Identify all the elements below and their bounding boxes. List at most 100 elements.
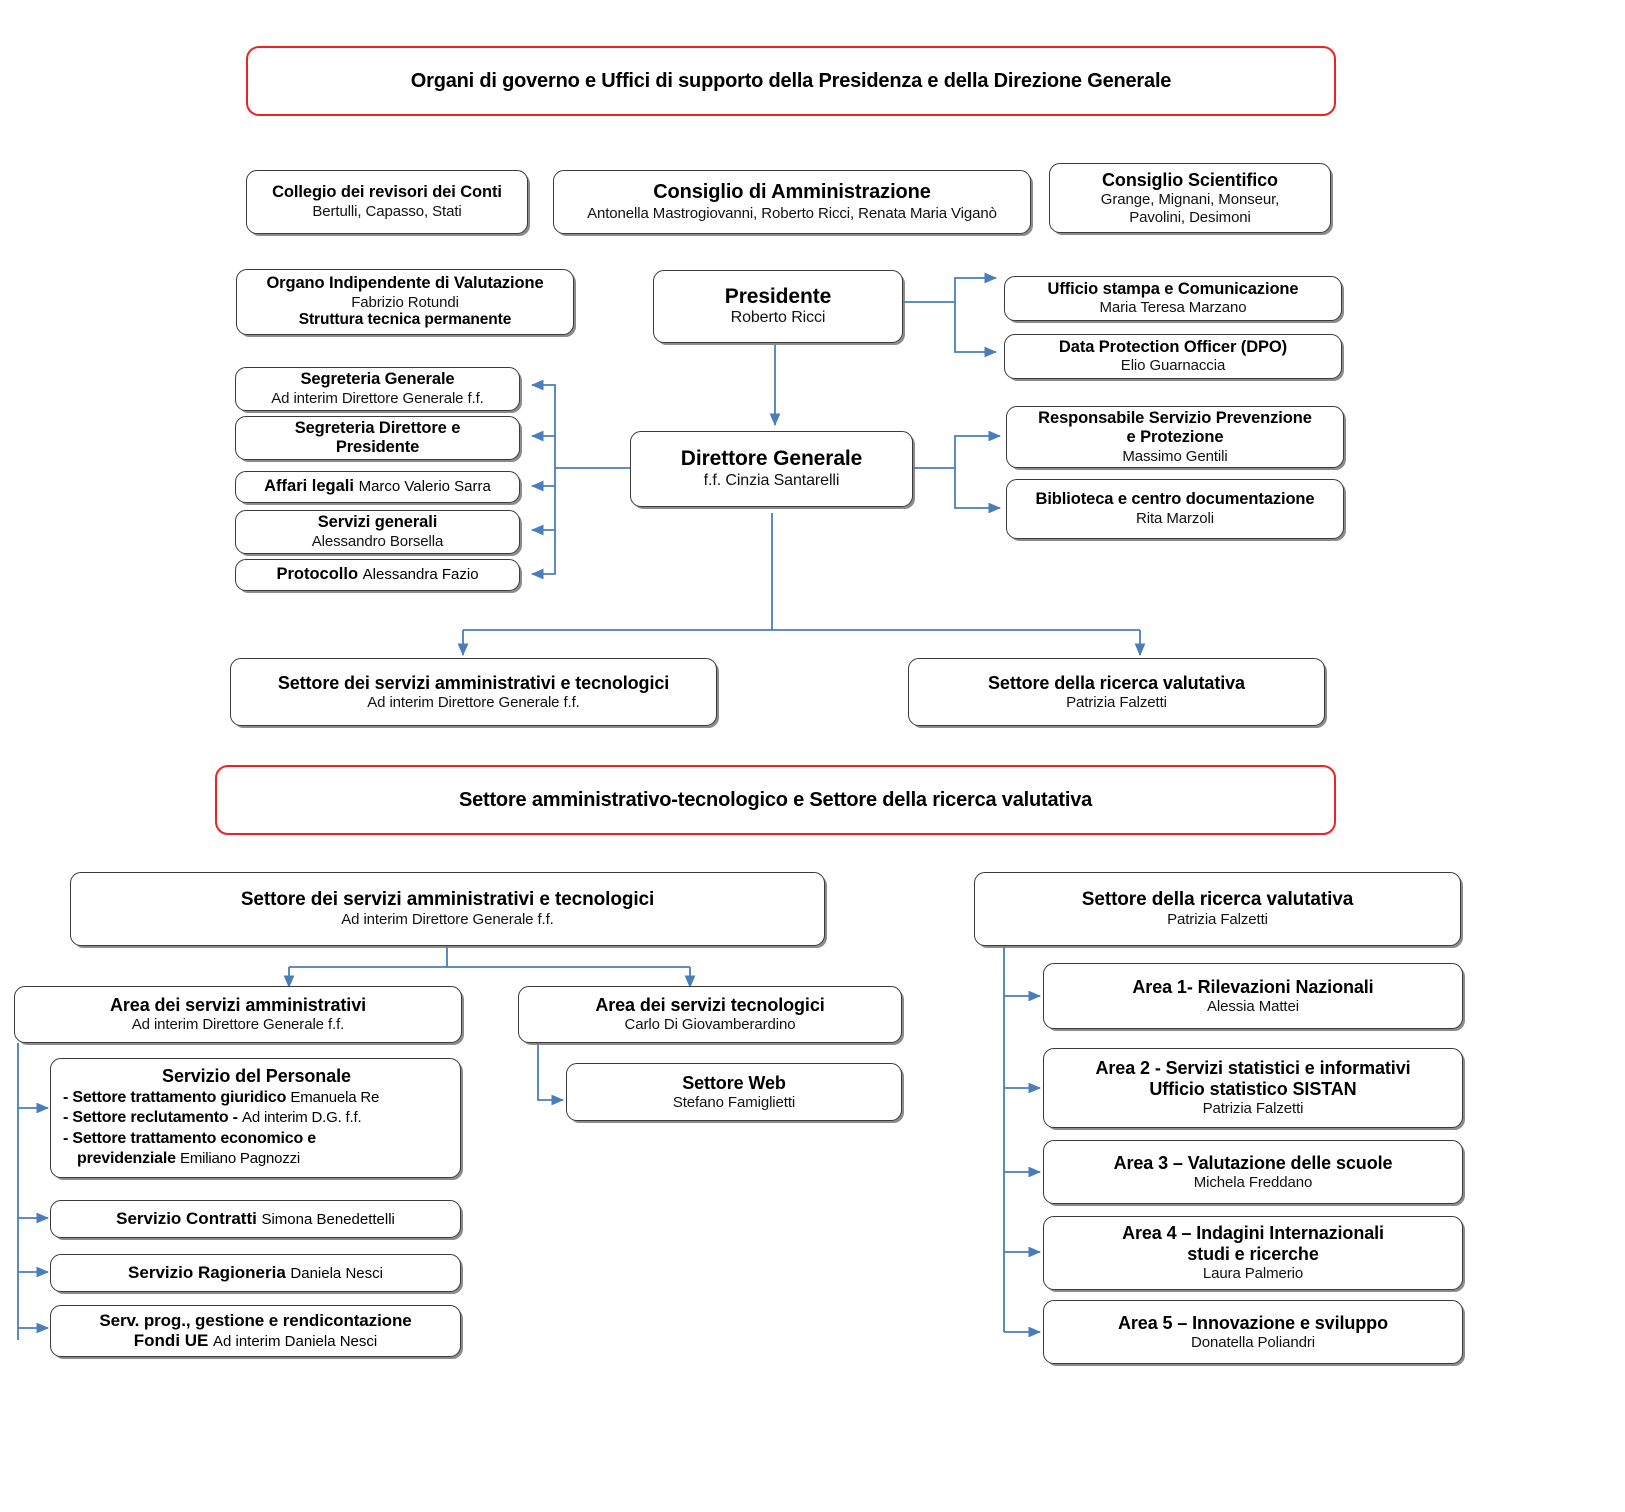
node-servizio-personale[interactable]: Servizio del Personale - Settore trattam… [50,1058,461,1178]
node-consiglio-amministrazione[interactable]: Consiglio di Amministrazione Antonella M… [553,170,1031,234]
node-fondi-ue[interactable]: Serv. prog., gestione e rendicontazione … [50,1305,461,1357]
node-servizio-contratti[interactable]: Servizio Contratti Simona Benedettelli [50,1200,461,1238]
servizio-personale-item-2-person: Ad interim D.G. f.f. [242,1109,362,1127]
banner-settori: Settore amministrativo-tecnologico e Set… [215,765,1336,835]
settore-amministrativo-title: Settore dei servizi amministrativi e tec… [240,888,655,910]
node-affari-legali[interactable]: Affari legali Marco Valerio Sarra [235,471,520,503]
consiglio-amministrazione-members: Antonella Mastrogiovanni, Roberto Ricci,… [587,204,997,222]
settore-web-title: Settore Web [682,1072,786,1093]
area-1-title: Area 1- Rilevazioni Nazionali [1132,976,1374,997]
node-settore-web[interactable]: Settore Web Stefano Famiglietti [566,1063,902,1121]
node-consiglio-scientifico[interactable]: Consiglio Scientifico Grange, Mignani, M… [1049,163,1331,233]
node-segreteria-generale[interactable]: Segreteria Generale Ad interim Direttore… [235,367,520,411]
area-2-person: Patrizia Falzetti [1202,1100,1304,1118]
area-tecnologici-title: Area dei servizi tecnologici [595,995,825,1016]
node-area-servizi-tecnologici[interactable]: Area dei servizi tecnologici Carlo Di Gi… [518,986,902,1043]
fondi-ue-line-2: Fondi UE Ad interim Daniela Nesci [134,1331,377,1351]
presidente-title: Presidente [724,284,832,308]
banner-settori-text: Settore amministrativo-tecnologico e Set… [458,788,1093,811]
area-5-title: Area 5 – Innovazione e sviluppo [1118,1312,1388,1333]
servizio-contratti-line: Servizio Contratti Simona Benedettelli [116,1209,395,1229]
oiv-title: Organo Indipendente di Valutazione [266,274,544,293]
protocollo-person: Alessandra Fazio [362,566,479,584]
area-4-person: Laura Palmerio [1202,1265,1304,1283]
oiv-note: Struttura tecnica permanente [298,311,512,329]
direttore-generale-title: Direttore Generale [680,447,863,471]
area-3-title: Area 3 – Valutazione delle scuole [1113,1152,1393,1173]
servizio-contratti-person: Simona Benedettelli [261,1210,395,1228]
servizio-ragioneria-title: Servizio Ragioneria [128,1262,286,1282]
node-area-3[interactable]: Area 3 – Valutazione delle scuole Michel… [1043,1140,1463,1204]
presidente-person: Roberto Ricci [730,309,826,327]
area-amministrativi-person: Ad interim Direttore Generale f.f. [131,1016,345,1034]
biblioteca-person: Rita Marzoli [1136,509,1214,527]
node-presidente[interactable]: Presidente Roberto Ricci [653,270,903,343]
area-2-title-1: Area 2 - Servizi statistici e informativ… [1095,1057,1411,1078]
servizio-personale-item-3: - Settore trattamento economico e [63,1129,450,1149]
servizio-personale-item-1-bold: - Settore trattamento giuridico [63,1089,287,1107]
node-protocollo[interactable]: Protocollo Alessandra Fazio [235,559,520,591]
settore-ricerca-person: Patrizia Falzetti [1167,911,1268,929]
consiglio-scientifico-members-1: Grange, Mignani, Monseur, [1100,190,1280,208]
consiglio-scientifico-title: Consiglio Scientifico [1102,169,1278,190]
area-4-title-1: Area 4 – Indagini Internazionali [1122,1222,1384,1243]
settore-amministrativo-top-person: Ad interim Direttore Generale f.f. [367,693,580,711]
servizio-contratti-title: Servizio Contratti [116,1208,257,1228]
protocollo-title: Protocollo [276,565,359,584]
banner-governance-text: Organi di governo e Uffici di supporto d… [410,69,1172,92]
area-amministrativi-title: Area dei servizi amministrativi [109,995,367,1016]
segreteria-direttore-title-1: Segreteria Direttore e [294,418,461,437]
node-dpo[interactable]: Data Protection Officer (DPO) Elio Guarn… [1004,334,1342,379]
dpo-person: Elio Guarnaccia [1120,357,1226,375]
dpo-title: Data Protection Officer (DPO) [1058,337,1288,356]
rspp-title-1: Responsabile Servizio Prevenzione [1038,408,1312,427]
node-servizi-generali[interactable]: Servizi generali Alessandro Borsella [235,510,520,554]
node-collegio-revisori[interactable]: Collegio dei revisori dei Conti Bertulli… [246,170,528,234]
node-settore-ricerca[interactable]: Settore della ricerca valutativa Patrizi… [974,872,1461,946]
node-area-2[interactable]: Area 2 - Servizi statistici e informativ… [1043,1048,1463,1128]
collegio-revisori-title: Collegio dei revisori dei Conti [272,183,502,202]
servizio-personale-title: Servizio del Personale [162,1066,351,1086]
node-direttore-generale[interactable]: Direttore Generale f.f. Cinzia Santarell… [630,431,913,507]
direttore-generale-person: f.f. Cinzia Santarelli [703,471,840,489]
settore-amministrativo-top-title: Settore dei servizi amministrativi e tec… [277,672,670,693]
affari-legali-line: Affari legali Marco Valerio Sarra [264,477,491,496]
ufficio-stampa-person: Maria Teresa Marzano [1099,299,1247,317]
node-ufficio-stampa[interactable]: Ufficio stampa e Comunicazione Maria Ter… [1004,276,1342,321]
banner-governance: Organi di governo e Uffici di supporto d… [246,46,1336,116]
ufficio-stampa-title: Ufficio stampa e Comunicazione [1047,279,1299,298]
node-organo-indipendente-valutazione[interactable]: Organo Indipendente di Valutazione Fabri… [236,269,574,335]
fondi-ue-title-2: Fondi UE [133,1330,209,1350]
settore-amministrativo-person: Ad interim Direttore Generale f.f. [341,911,554,929]
node-area-5[interactable]: Area 5 – Innovazione e sviluppo Donatell… [1043,1300,1463,1364]
fondi-ue-title-1: Serv. prog., gestione e rendicontazione [99,1310,412,1330]
segreteria-generale-person: Ad interim Direttore Generale f.f. [271,389,484,407]
node-servizio-ragioneria[interactable]: Servizio Ragioneria Daniela Nesci [50,1254,461,1292]
node-area-4[interactable]: Area 4 – Indagini Internazionali studi e… [1043,1216,1463,1290]
node-settore-ricerca-top[interactable]: Settore della ricerca valutativa Patrizi… [908,658,1325,726]
collegio-revisori-members: Bertulli, Capasso, Stati [312,202,462,220]
settore-ricerca-title: Settore della ricerca valutativa [1081,888,1354,910]
node-settore-amministrativo[interactable]: Settore dei servizi amministrativi e tec… [70,872,825,946]
area-3-person: Michela Freddano [1193,1173,1313,1191]
affari-legali-person: Marco Valerio Sarra [358,478,491,496]
node-area-servizi-amministrativi[interactable]: Area dei servizi amministrativi Ad inter… [14,986,462,1043]
consiglio-amministrazione-title: Consiglio di Amministrazione [653,181,931,204]
servizio-personale-item-2: - Settore reclutamento - Ad interim D.G.… [63,1108,450,1128]
node-settore-amministrativo-top[interactable]: Settore dei servizi amministrativi e tec… [230,658,717,726]
node-biblioteca[interactable]: Biblioteca e centro documentazione Rita … [1006,479,1344,539]
node-segreteria-direttore-presidente[interactable]: Segreteria Direttore e Presidente [235,416,520,460]
area-5-person: Donatella Poliandri [1190,1333,1315,1351]
servizio-personale-item-4-person: Emiliano Pagnozzi [180,1149,301,1167]
protocollo-line: Protocollo Alessandra Fazio [276,565,478,584]
rspp-title-2: e Protezione [1126,428,1224,447]
servizio-personale-item-1-person: Emanuela Re [290,1089,380,1107]
biblioteca-title: Biblioteca e centro documentazione [1035,490,1315,509]
consiglio-scientifico-members-2: Pavolini, Desimoni [1129,208,1251,226]
servizio-ragioneria-line: Servizio Ragioneria Daniela Nesci [128,1263,383,1283]
node-area-1[interactable]: Area 1- Rilevazioni Nazionali Alessia Ma… [1043,963,1463,1029]
node-rspp[interactable]: Responsabile Servizio Prevenzione e Prot… [1006,406,1344,468]
settore-ricerca-top-person: Patrizia Falzetti [1066,693,1167,711]
area-2-title-2: Ufficio statistico SISTAN [1149,1079,1357,1100]
